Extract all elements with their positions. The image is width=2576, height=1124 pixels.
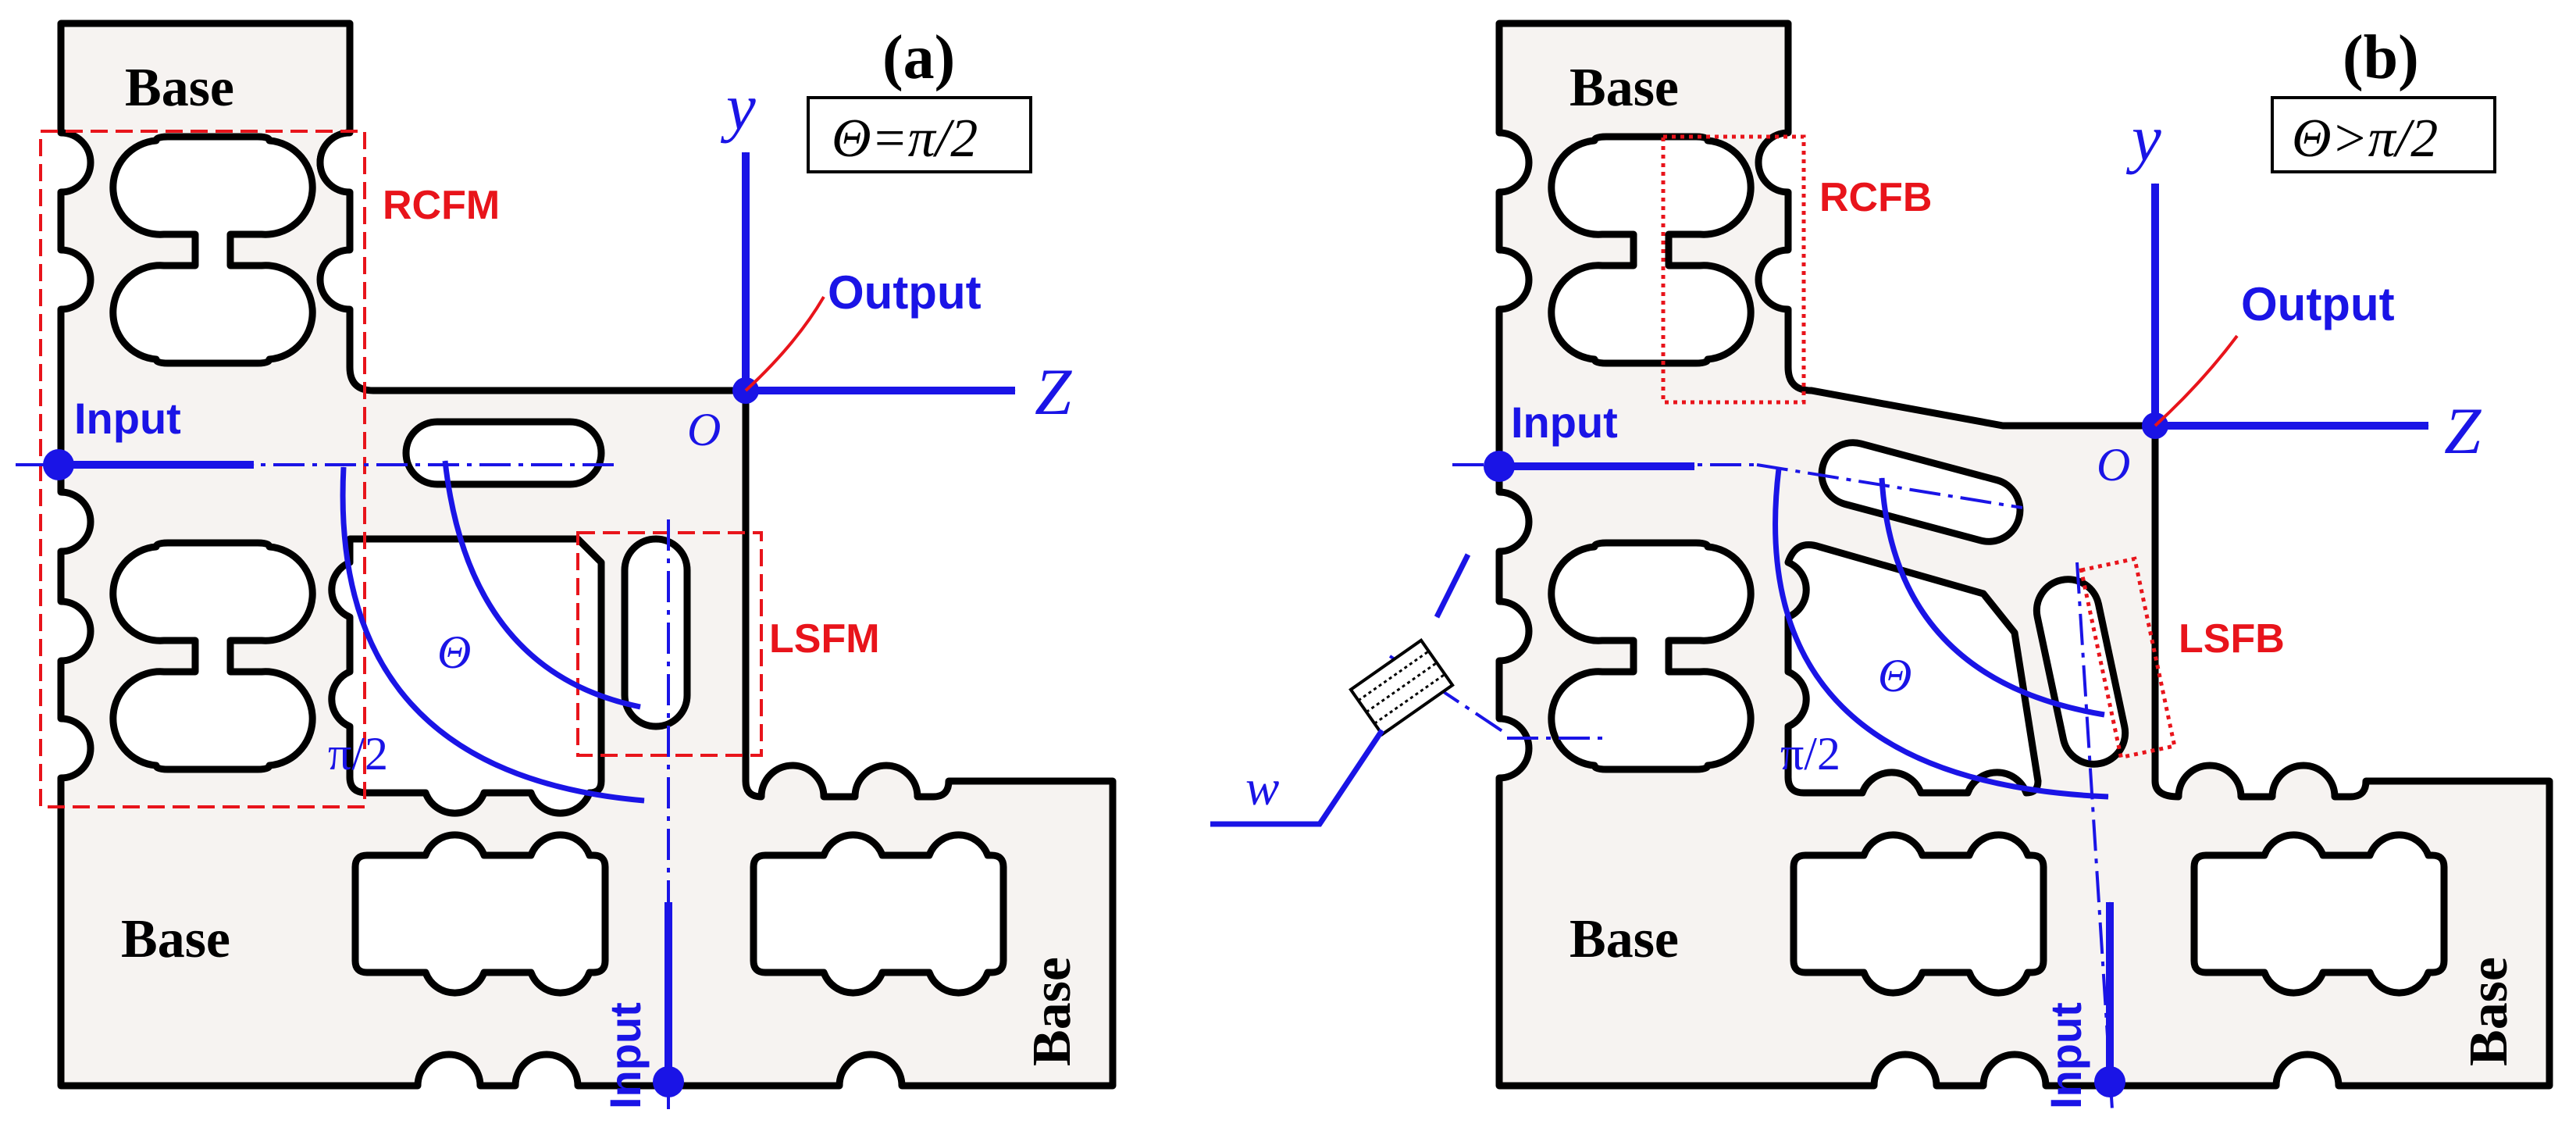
panel-b-base-left-label: Base bbox=[1569, 909, 1679, 969]
panel-a: Base Base Base RCFM LSFM Input Input Out… bbox=[16, 20, 1117, 1109]
panel-b-origin-label: O bbox=[2097, 439, 2130, 491]
panel-b-rcfb-upper-hole bbox=[1548, 133, 1755, 367]
panel-b-width-leader-top bbox=[1434, 553, 1471, 619]
panel-a-base-top-label: Base bbox=[125, 58, 234, 118]
panel-b-base-right-label: Base bbox=[2459, 957, 2519, 1066]
panel-b-width-leader-bottom bbox=[1210, 729, 1384, 827]
panel-a-z-axis-label: Z bbox=[1035, 355, 1072, 429]
panel-b-theta-label: Θ bbox=[1878, 650, 1912, 701]
panel-b-y-axis-label: y bbox=[2125, 102, 2161, 175]
panel-a-output-pointer bbox=[744, 295, 825, 392]
panel-a-right-angle-arc bbox=[340, 466, 645, 804]
panel-b-output-label: Output bbox=[2241, 278, 2395, 330]
panel-b-right-angle-label: π/2 bbox=[1780, 728, 1840, 780]
panel-b-lsfb-label: LSFB bbox=[2179, 616, 2285, 662]
panel-b-right-angle-arc bbox=[1773, 468, 2109, 800]
panel-a-origin-label: O bbox=[687, 404, 721, 455]
panel-a-y-axis-label: y bbox=[720, 70, 756, 144]
panel-b-input-horizontal-label: Input bbox=[1511, 398, 1618, 447]
panel-b-base-top-label: Base bbox=[1569, 58, 1679, 118]
panel-b-tag: (b) bbox=[2343, 23, 2419, 92]
panel-a-condition-label: Θ=π/2 bbox=[832, 109, 978, 169]
panel-a-input-horizontal-label: Input bbox=[74, 394, 181, 443]
panel-b-rcfb-box bbox=[1661, 134, 1806, 405]
panel-b-rcfb-lower-hole bbox=[1548, 539, 1755, 773]
panel-b-bottom-hole-right bbox=[2190, 831, 2448, 997]
panel-b-condition-label: Θ>π/2 bbox=[2292, 109, 2438, 169]
panel-a-rcfm-lower-hole bbox=[109, 539, 316, 773]
panel-a-bottom-hole-right bbox=[750, 831, 1007, 997]
panel-a-theta-label: Θ bbox=[437, 626, 471, 678]
panel-b-input-vertical-label: Input bbox=[2041, 1002, 2090, 1109]
panel-a-input-vertical-label: Input bbox=[600, 1002, 650, 1109]
panel-a-lsfm-label: LSFM bbox=[769, 616, 880, 662]
panel-a-bottom-hole-left bbox=[351, 831, 609, 997]
panel-b-rcfb-label: RCFB bbox=[1819, 175, 1932, 220]
panel-a-output-label: Output bbox=[828, 266, 982, 319]
panel-a-notch-1 bbox=[316, 129, 351, 196]
panel-b-output-pointer bbox=[2154, 334, 2239, 427]
panel-a-base-right-label: Base bbox=[1022, 957, 1082, 1066]
panel-a-vertical-slot bbox=[621, 535, 691, 730]
panel-b-condition-box bbox=[2271, 96, 2496, 173]
panel-a-horizontal-slot bbox=[402, 418, 605, 488]
panel-a-rcfm-label: RCFM bbox=[383, 183, 500, 228]
panel-a-rcfm-upper-hole bbox=[109, 133, 316, 367]
panel-a-base-left-label: Base bbox=[121, 909, 230, 969]
panel-a-condition-box bbox=[807, 96, 1032, 173]
panel-a-tag: (a) bbox=[882, 23, 955, 92]
panel-a-right-angle-label: π/2 bbox=[328, 728, 388, 780]
panel-b-width-label: w bbox=[1245, 760, 1279, 816]
panel-b-z-axis-label: Z bbox=[2444, 394, 2482, 468]
panel-b-width-section bbox=[1349, 637, 1455, 737]
panel-b-bottom-hole-left bbox=[1790, 831, 2047, 997]
panel-b: Base Base Base RCFB LSFB Input Input Out… bbox=[1210, 20, 2553, 1110]
